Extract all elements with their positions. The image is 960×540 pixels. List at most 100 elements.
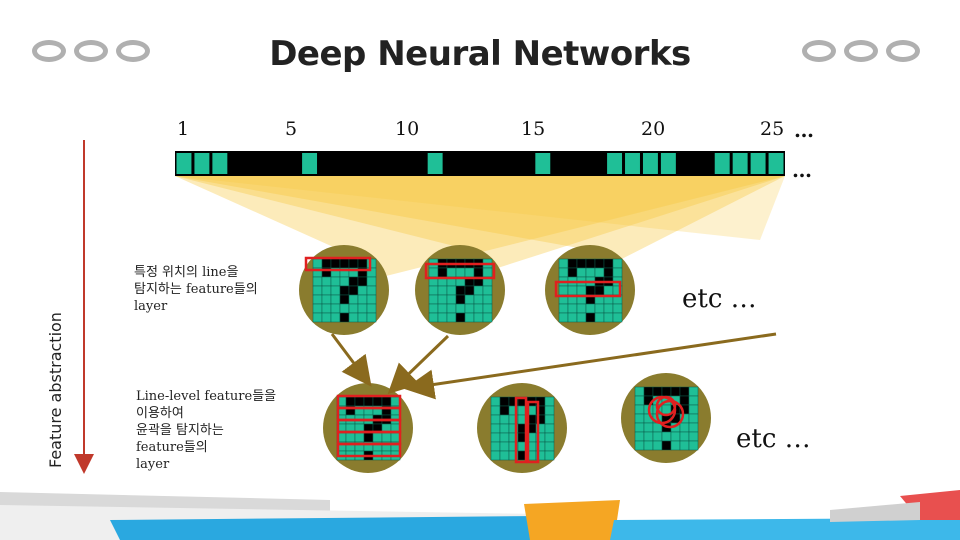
digit-pixel [455, 267, 466, 278]
digit-pixel [348, 258, 359, 269]
digit-pixel [348, 303, 359, 314]
digit-pixel [490, 432, 501, 443]
tick-label: 5 [285, 118, 298, 140]
etc-label-layer1: etc … [682, 284, 757, 314]
bottom-decoration [0, 490, 960, 540]
decorative-dots-right [802, 40, 920, 62]
note-line: 특정 위치의 line을 [134, 265, 239, 280]
digit-pixel [652, 431, 663, 442]
digit-pixel [473, 312, 484, 323]
digit-pixel [634, 440, 645, 451]
digit-pixel [366, 294, 377, 305]
digit-pixel [679, 386, 690, 397]
digit-pixel [688, 395, 699, 406]
digit-pixel [437, 285, 448, 296]
note-line: 탐지하는 feature들의 [134, 282, 258, 297]
digit-pixel [372, 396, 383, 407]
digit-pixel [567, 285, 578, 296]
circle-icon [802, 40, 836, 62]
digit-pixel [366, 303, 377, 314]
digit-pixel [603, 285, 614, 296]
digit-pixel [661, 404, 672, 415]
digit-pixel [312, 276, 323, 287]
digit-pixel [321, 303, 332, 314]
digit-pixel [330, 285, 341, 296]
digit-pixel [688, 422, 699, 433]
layer1-feature-1 [299, 245, 389, 335]
note-line: Line-level feature들을 [136, 389, 277, 404]
page-title: Deep Neural Networks [269, 34, 691, 74]
digit-pixel [473, 267, 484, 278]
digit-pixel [661, 431, 672, 442]
digit-pixel [603, 303, 614, 314]
digit-pixel [652, 440, 663, 451]
strip-cell [427, 153, 443, 174]
digit-pixel [652, 386, 663, 397]
digit-pixel [567, 303, 578, 314]
digit-pixel [348, 285, 359, 296]
digit-pixel [464, 285, 475, 296]
digit-pixel [567, 312, 578, 323]
decorative-dots-left [32, 40, 150, 62]
digit-pixel [679, 431, 690, 442]
tick-label: 1 [177, 118, 190, 140]
digit-pixel [446, 285, 457, 296]
digit-pixel [634, 422, 645, 433]
digit-pixel [558, 285, 569, 296]
note-line: 윤곽을 탐지하는 [136, 423, 224, 438]
digit-pixel [428, 312, 439, 323]
note-line: layer [136, 457, 170, 472]
layer1-description: 특정 위치의 line을 탐지하는 feature들의 layer [134, 264, 258, 315]
digit-pixel [661, 386, 672, 397]
digit-pixel [348, 312, 359, 323]
digit-pixel [354, 432, 365, 443]
digit-pixel [585, 285, 596, 296]
digit-pixel [348, 294, 359, 305]
digit-pixel [634, 386, 645, 397]
digit-pixel [544, 423, 555, 434]
contour-highlight [336, 394, 402, 458]
digit-pixel [612, 312, 623, 323]
digit-pixel [688, 440, 699, 451]
digit-pixel [670, 386, 681, 397]
strip-cell [714, 153, 730, 174]
strip-cell [607, 153, 623, 174]
digit-pixel [312, 312, 323, 323]
digit-pixel [312, 303, 323, 314]
input-pixel-strip [175, 151, 785, 176]
digit-pixel [321, 285, 332, 296]
digit-pixel [679, 440, 690, 451]
tick-label: 25 [760, 118, 785, 140]
strip-cell [194, 153, 210, 174]
strip-cell [768, 153, 784, 174]
digit-pixel [594, 303, 605, 314]
circle-icon [32, 40, 66, 62]
note-line: layer [134, 299, 168, 314]
digit-pixel [688, 413, 699, 424]
digit-pixel [446, 312, 457, 323]
note-line: 이용하여 [136, 406, 184, 421]
contour-highlight [647, 395, 685, 429]
digit-pixel [670, 440, 681, 451]
digit-pixel [357, 285, 368, 296]
digit-pixel [345, 432, 356, 443]
digit-pixel [312, 294, 323, 305]
digit-pixel [679, 395, 690, 406]
digit-pixel [499, 396, 510, 407]
digit-pixel [594, 258, 605, 269]
digit-pixel [544, 441, 555, 452]
digit-pixel [594, 285, 605, 296]
digit-pixel [339, 294, 350, 305]
etc-label-layer2: etc … [736, 424, 811, 454]
digit-pixel [446, 303, 457, 314]
digit-pixel [321, 276, 332, 287]
digit-pixel [330, 258, 341, 269]
digit-pixel [634, 404, 645, 415]
digit-pixel [357, 276, 368, 287]
digit-patch [428, 258, 493, 323]
digit-pixel [482, 312, 493, 323]
digit-pixel [544, 396, 555, 407]
tick-label: 15 [521, 118, 546, 140]
digit-pixel [594, 312, 605, 323]
digit-pixel [603, 312, 614, 323]
